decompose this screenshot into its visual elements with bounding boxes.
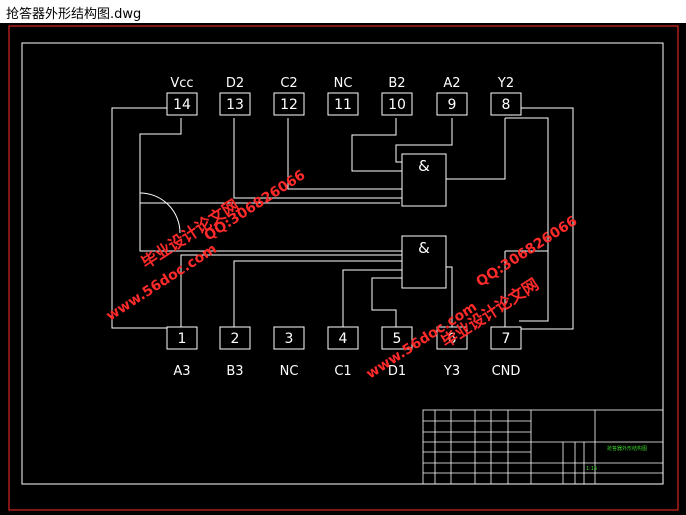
drawing-canvas[interactable]: & & 14 Vcc 13 D2 12 C2 11 NC 10 B2 (0, 23, 686, 515)
pin-9-box (436, 92, 468, 116)
pin-5-number: 5 (393, 331, 402, 347)
pin-14-box (166, 92, 198, 116)
pin-8-number: 8 (502, 97, 511, 113)
pin-7-number: 7 (502, 331, 511, 347)
pin-10-box (381, 92, 413, 116)
pin-4-label: C1 (334, 364, 351, 379)
drawing-svg: & & 14 Vcc 13 D2 12 C2 11 NC 10 B2 (8, 25, 679, 511)
pin-12-box (273, 92, 305, 116)
pin-2-number: 2 (231, 331, 240, 347)
pin-10-number: 10 (388, 97, 406, 113)
pin-3-number: 3 (285, 331, 294, 347)
ic-wiring (111, 107, 574, 330)
pin-13-label: D2 (226, 76, 244, 91)
pin-3-label: NC (280, 364, 299, 379)
pin-13-box (219, 92, 251, 116)
and-gate-upper (401, 153, 447, 207)
pin-8-label: Y2 (497, 76, 514, 91)
pin-11-box (327, 92, 359, 116)
pin-12-label: C2 (280, 76, 297, 91)
pin-1-number: 1 (178, 331, 187, 347)
pin-12-number: 12 (280, 97, 298, 113)
sheet-outer-border (8, 25, 679, 511)
and-gate-upper-symbol: & (418, 157, 430, 175)
pin-1-box (166, 326, 198, 350)
pin-5-box (381, 326, 413, 350)
pin-11-number: 11 (334, 97, 352, 113)
pin-14-label: Vcc (170, 76, 193, 91)
title-block (422, 409, 664, 485)
pin-6-label: Y3 (443, 364, 460, 379)
watermarks: www.56doc.com 毕业设计论文网 QQ:306826066 www.5… (103, 167, 580, 382)
pin-14-number: 14 (173, 97, 191, 113)
pin-2-box (219, 326, 251, 350)
pin-13-number: 13 (226, 97, 244, 113)
pin-10-label: B2 (388, 76, 405, 91)
pin-7-label: CND (492, 364, 521, 379)
pin-8-box (490, 92, 522, 116)
pin-11-label: NC (334, 76, 353, 91)
pin-1-label: A3 (173, 364, 190, 379)
pin-5-label: D1 (388, 364, 406, 379)
and-gate-lower-symbol: & (418, 239, 430, 257)
pin-9-label: A2 (443, 76, 460, 91)
pin-6-number: 6 (448, 331, 457, 347)
bottom-pins: 1 A3 2 B3 3 NC 4 C1 5 D1 6 Y3 7 CND (166, 326, 522, 379)
title-block-scale: 1:15 (586, 466, 597, 472)
title-block-drawing-name: 抢答器外形结构图 (607, 445, 647, 452)
pin-9-number: 9 (448, 97, 457, 113)
pin-2-label: B3 (226, 364, 243, 379)
top-pins: 14 Vcc 13 D2 12 C2 11 NC 10 B2 9 A2 8 (166, 76, 522, 116)
pin-3-box (273, 326, 305, 350)
pin-4-number: 4 (339, 331, 348, 347)
pin-7-box (490, 326, 522, 350)
pin-6-box (436, 326, 468, 350)
window-title: 抢答器外形结构图.dwg (6, 7, 142, 22)
and-gate-lower (401, 235, 447, 289)
sheet-inner-border (21, 42, 664, 485)
title-bar: 抢答器外形结构图.dwg (0, 0, 686, 24)
pin-4-box (327, 326, 359, 350)
